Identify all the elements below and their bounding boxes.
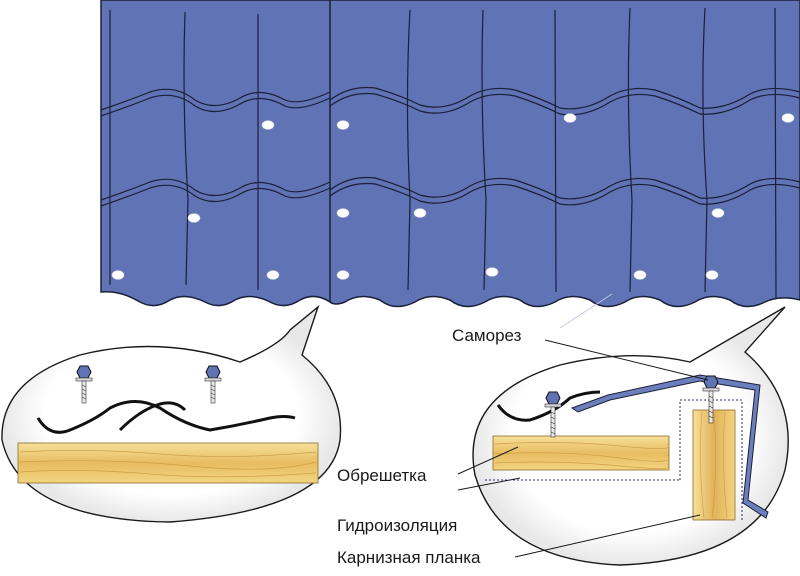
left-screws [75,365,222,404]
label-leaders [457,293,709,558]
left-detail-callout [1,304,342,523]
eaves-strip [570,374,769,519]
fascia-board [692,409,736,521]
left-batten-board [17,442,319,484]
waterproofing-membrane [485,399,743,520]
roof-sheet [100,0,800,308]
metal-tile-roof [100,0,800,308]
label-eaves-strip: Карнизная планка [337,548,481,567]
roof-screws [111,113,795,280]
label-batten: Обрешетка [337,466,427,485]
right-detail-callout [472,306,789,566]
label-screw: Саморез [452,326,522,345]
label-waterproofing: Гидроизоляция [337,516,458,535]
